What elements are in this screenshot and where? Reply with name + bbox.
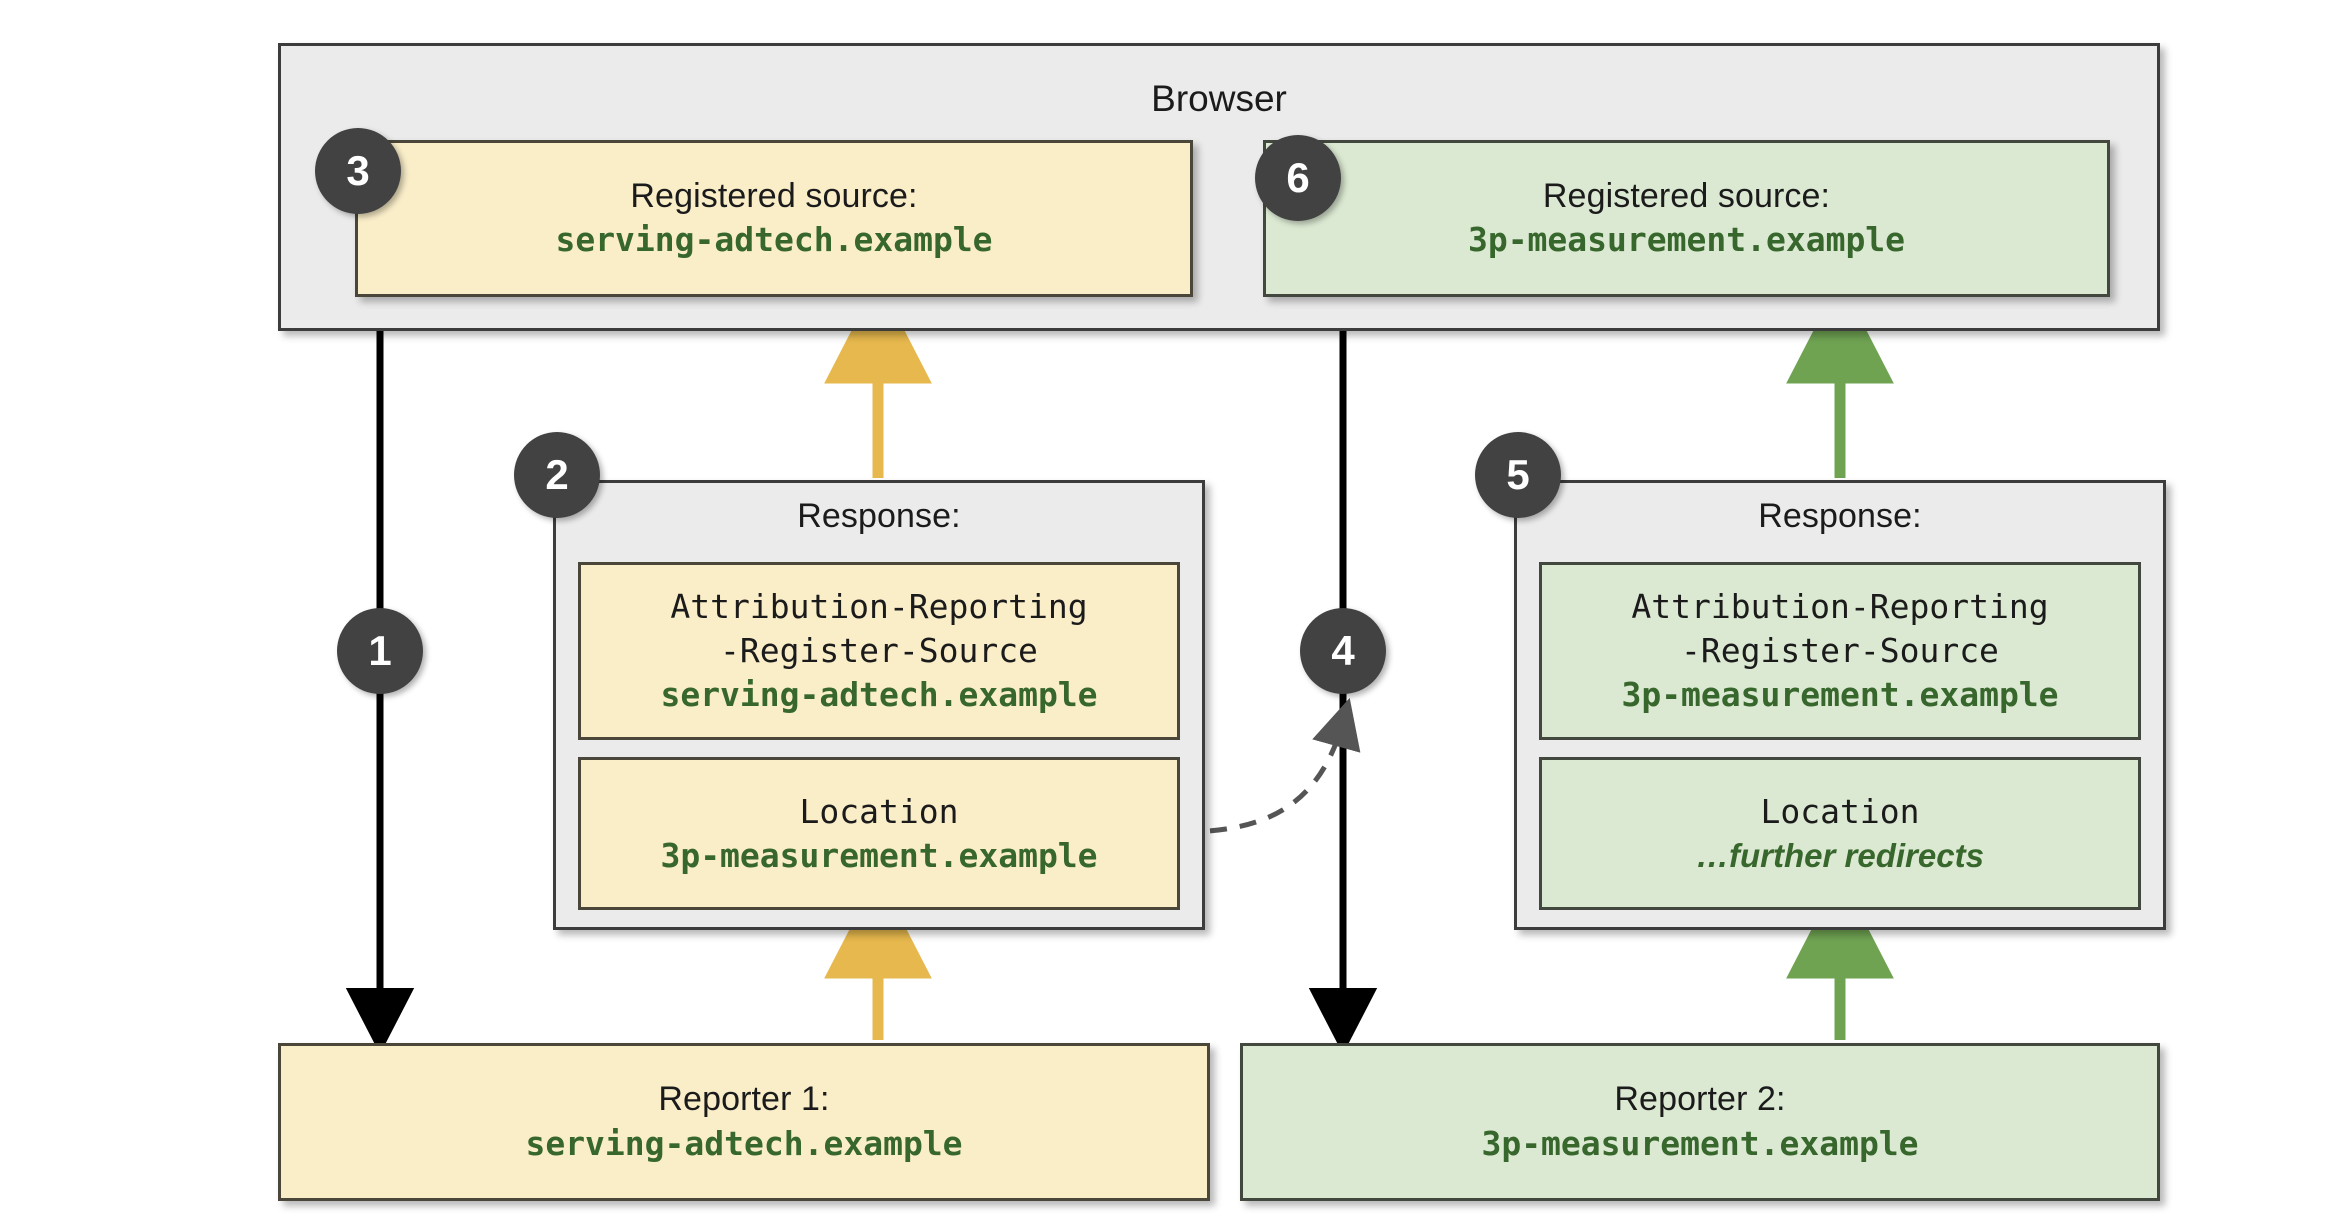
step-badge-4: 4 <box>1300 608 1386 694</box>
step-badge-2: 2 <box>514 432 600 518</box>
response-left-header-1: Location 3p-measurement.example <box>578 757 1180 910</box>
step-badge-4-label: 4 <box>1331 627 1355 674</box>
reporter-2-card: Reporter 2: 3p-measurement.example <box>1240 1043 2160 1201</box>
reporter-1-card: Reporter 1: serving-adtech.example <box>278 1043 1210 1201</box>
registered-source-card-left: Registered source: serving-adtech.exampl… <box>355 140 1193 297</box>
header-name-line2: -Register-Source <box>720 631 1038 671</box>
reporter-2-value: 3p-measurement.example <box>1481 1123 1919 1163</box>
header-name-line1: Attribution-Reporting <box>670 587 1088 627</box>
step-badge-6-label: 6 <box>1286 154 1310 201</box>
browser-label: Browser <box>278 78 2160 124</box>
registered-source-right-value: 3p-measurement.example <box>1467 220 1906 260</box>
step-badge-5-label: 5 <box>1506 451 1530 498</box>
reporter-2-heading: Reporter 2: <box>1614 1080 1786 1119</box>
step-badge-5: 5 <box>1475 432 1561 518</box>
reporter-1-heading: Reporter 1: <box>658 1080 830 1119</box>
browser-title: Browser <box>1151 78 1287 119</box>
registered-source-card-right: Registered source: 3p-measurement.exampl… <box>1263 140 2110 297</box>
header-value: …further redirects <box>1696 836 1984 874</box>
step-badge-3: 3 <box>315 128 401 214</box>
header-value: 3p-measurement.example <box>660 835 1098 875</box>
response-left-heading-wrap: Response: <box>553 495 1205 543</box>
response-right-header-0: Attribution-Reporting -Register-Source 3… <box>1539 562 2141 740</box>
registered-source-left-value: serving-adtech.example <box>555 220 993 260</box>
header-value: serving-adtech.example <box>660 674 1098 714</box>
response-left-header-0: Attribution-Reporting -Register-Source s… <box>578 562 1180 740</box>
step-badge-6: 6 <box>1255 135 1341 221</box>
response-right-heading: Response: <box>1758 497 1922 535</box>
header-name-line2: -Register-Source <box>1681 631 1999 671</box>
registered-source-left-heading: Registered source: <box>630 176 918 215</box>
reporter-1-value: serving-adtech.example <box>525 1123 963 1163</box>
header-name-line1: Attribution-Reporting <box>1631 587 2049 627</box>
step-badge-3-label: 3 <box>346 147 370 194</box>
response-right-heading-wrap: Response: <box>1514 495 2166 543</box>
step-badge-1-label: 1 <box>368 627 392 674</box>
step-badge-2-label: 2 <box>545 451 569 498</box>
header-name-line1: Location <box>799 791 959 831</box>
response-right-header-1: Location …further redirects <box>1539 757 2141 910</box>
registered-source-right-heading: Registered source: <box>1542 176 1831 215</box>
header-value: 3p-measurement.example <box>1621 674 2059 714</box>
response-left-heading: Response: <box>797 497 961 535</box>
step-badge-1: 1 <box>337 608 423 694</box>
header-name-line1: Location <box>1760 791 1920 831</box>
